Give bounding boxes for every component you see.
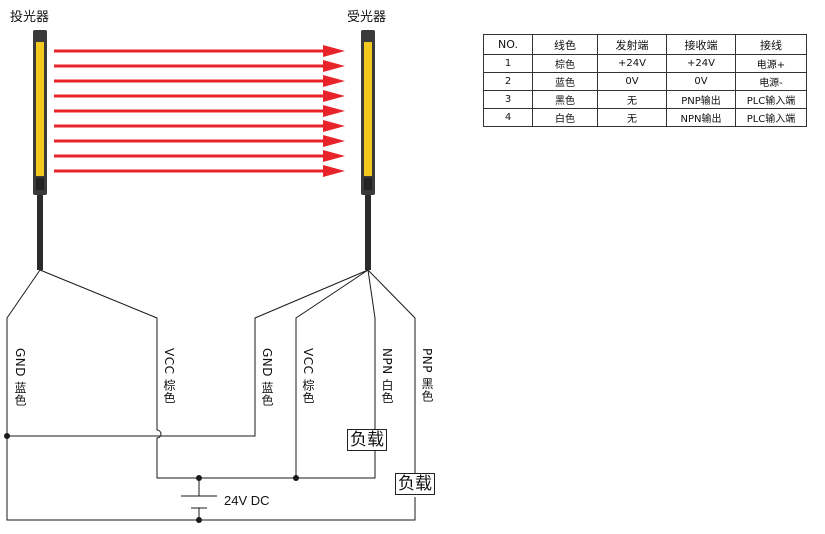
- beam-line: [54, 64, 323, 68]
- wires: [6, 269, 416, 521]
- arrow-right-icon: [323, 150, 345, 162]
- arrow-right-icon: [323, 165, 345, 177]
- npn-load-return: [296, 451, 376, 479]
- table-cell: 0V: [666, 72, 736, 91]
- receiver-vcc-label: VCC 棕色: [301, 348, 315, 404]
- emitter-gnd-label: GND 蓝色: [13, 348, 27, 407]
- table-row: 1 棕色 +24V +24V 电源+: [483, 54, 807, 73]
- receiver-pnp-wire: [367, 269, 416, 473]
- header-wiring: 接线: [735, 34, 807, 55]
- table-cell: 4: [483, 108, 533, 127]
- emitter-gnd-wire: [6, 269, 416, 521]
- table-cell: NPN输出: [666, 108, 736, 127]
- header-receiver: 接收端: [666, 34, 736, 55]
- table-row: 2 蓝色 0V 0V 电源-: [483, 72, 807, 91]
- emitter-label: 投光器: [10, 10, 50, 25]
- arrow-right-icon: [323, 135, 345, 147]
- junction-dot-icon: [4, 433, 299, 523]
- table-row: 3 黑色 无 PNP输出 PLC输入端: [483, 90, 807, 109]
- table-cell: PLC输入端: [735, 90, 807, 109]
- npn-load-box: 负载: [347, 429, 387, 451]
- emitter-vcc-label: VCC 棕色: [162, 348, 176, 404]
- arrow-right-icon: [323, 90, 345, 102]
- table-cell: 无: [597, 108, 667, 127]
- arrow-right-icon: [323, 60, 345, 72]
- table-cell: 2: [483, 72, 533, 91]
- table-header-row: NO. 线色 发射端 接收端 接线: [483, 34, 807, 55]
- beam-line: [54, 49, 323, 53]
- table-cell: PLC输入端: [735, 108, 807, 127]
- receiver-npn-wire: [367, 269, 376, 430]
- receiver-vcc-wire: [295, 269, 369, 478]
- receiver-sensor: [361, 30, 375, 270]
- receiver-gnd-label: GND 蓝色: [260, 348, 274, 407]
- receiver-pnp-label: PNP 黑色: [420, 348, 434, 403]
- beam-line: [54, 109, 323, 113]
- table-cell: 无: [597, 90, 667, 109]
- table-cell: PNP输出: [666, 90, 736, 109]
- table-cell: 0V: [597, 72, 667, 91]
- table-cell: 电源-: [735, 72, 807, 91]
- header-wire-color: 线色: [532, 34, 598, 55]
- table-cell: +24V: [666, 54, 736, 73]
- battery-icon: [181, 495, 217, 509]
- arrow-right-icon: [323, 75, 345, 87]
- table-cell: 3: [483, 90, 533, 109]
- emitter-sensor: [33, 30, 47, 270]
- beam-line: [54, 94, 323, 98]
- receiver-npn-label: NPN 白色: [380, 348, 394, 405]
- table-cell: 1: [483, 54, 533, 73]
- beam-line: [54, 154, 323, 158]
- arrow-right-icon: [323, 105, 345, 117]
- table-cell: 蓝色: [532, 72, 598, 91]
- pnp-load-box: 负载: [395, 473, 435, 495]
- table-cell: 电源+: [735, 54, 807, 73]
- table-cell: +24V: [597, 54, 667, 73]
- emitter-vcc-wire: [39, 269, 296, 479]
- table-row: 4 白色 无 NPN输出 PLC输入端: [483, 108, 807, 127]
- receiver-gnd-wire: [7, 269, 369, 437]
- table-cell: 黑色: [532, 90, 598, 109]
- light-beams: [54, 45, 345, 177]
- dc-supply-label: 24V DC: [224, 493, 270, 508]
- beam-line: [54, 139, 323, 143]
- arrow-right-icon: [323, 45, 345, 57]
- beam-line: [54, 169, 323, 173]
- beam-line: [54, 124, 323, 128]
- wiring-table: NO. 线色 发射端 接收端 接线 1 棕色 +24V +24V 电源+ 2 蓝…: [483, 34, 807, 127]
- receiver-label: 受光器: [347, 10, 387, 25]
- beam-line: [54, 79, 323, 83]
- header-no: NO.: [483, 34, 533, 55]
- table-cell: 棕色: [532, 54, 598, 73]
- header-emitter: 发射端: [597, 34, 667, 55]
- arrow-right-icon: [323, 120, 345, 132]
- table-cell: 白色: [532, 108, 598, 127]
